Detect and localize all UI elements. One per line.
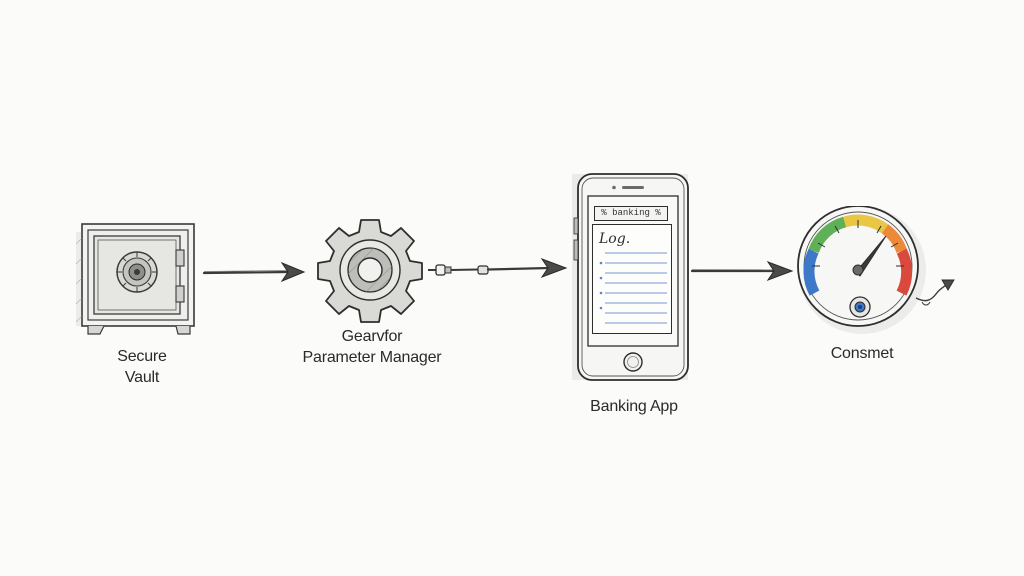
connector-gear-to-phone xyxy=(428,257,568,279)
screen-tab-text: % banking % xyxy=(601,208,661,218)
phone-screen: % banking % Log. xyxy=(588,196,678,346)
gear-label-line1: Gearvfor xyxy=(341,328,403,345)
gear-label-line2: Parameter Manager xyxy=(302,349,442,366)
screen-panel: Log. xyxy=(592,224,672,334)
gauge-label: Consmet xyxy=(830,345,894,362)
gear-icon xyxy=(317,219,423,323)
gear-label: Gearvfor Parameter Manager xyxy=(286,326,458,368)
phone-label: Banking App xyxy=(590,398,678,415)
screen-tab: % banking % xyxy=(594,206,668,221)
vault-label: Secure Vault xyxy=(92,346,192,388)
speedometer-gauge-icon xyxy=(797,206,955,334)
vault-label-line1: Secure xyxy=(117,348,167,365)
arrow-vault-to-gear xyxy=(202,261,306,283)
screen-lines xyxy=(599,252,667,324)
arrow-phone-to-gauge xyxy=(690,260,794,282)
screen-title: Log. xyxy=(599,231,631,247)
safe-icon xyxy=(75,223,195,335)
vault-label-line2: Vault xyxy=(124,369,160,386)
